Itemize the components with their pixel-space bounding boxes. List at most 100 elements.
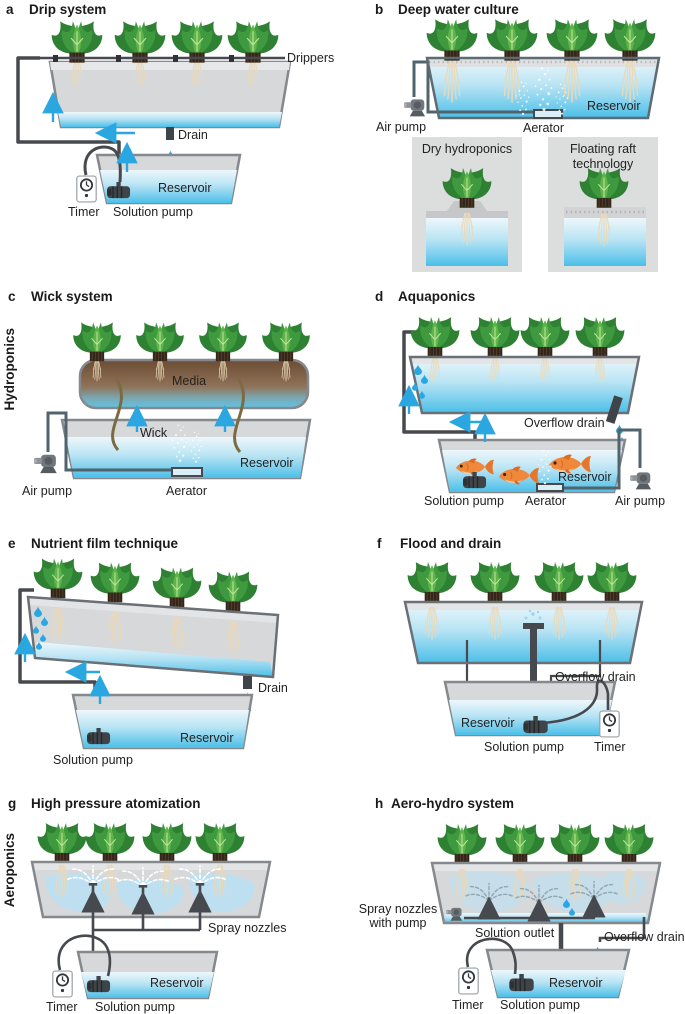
label-drain: Drain xyxy=(178,128,208,142)
panel-title: Drip system xyxy=(29,2,107,17)
label-drain: Drain xyxy=(258,681,288,695)
aerator xyxy=(533,109,563,119)
timer-icon xyxy=(458,967,479,995)
lettuce-plants xyxy=(37,822,245,864)
panel-title: Wick system xyxy=(31,289,113,304)
label-solution-pump: Solution pump xyxy=(113,205,193,219)
air-pipe xyxy=(46,411,172,472)
inset-dry-hydroponics xyxy=(412,137,522,272)
flow-arrows xyxy=(14,632,111,704)
panel-h-illustration xyxy=(430,823,662,999)
label-overflow-drain: Overflow drain xyxy=(604,930,685,944)
section-label-aeroponics: Aeroponics xyxy=(2,833,17,908)
label-solution-pump: Solution pump xyxy=(424,494,504,508)
lettuce-plants xyxy=(72,321,311,362)
flow-arrows xyxy=(42,91,138,172)
reservoir-water xyxy=(76,710,249,748)
label-aerator: Aerator xyxy=(525,494,566,508)
label-air-pump: Air pump xyxy=(615,494,666,508)
timer-cable xyxy=(465,937,517,975)
panel-b-illustration xyxy=(404,18,661,272)
label-solution-pump: Solution pump xyxy=(95,1000,175,1014)
panel-letter: a xyxy=(6,2,14,17)
aerator xyxy=(171,467,203,477)
tray-water xyxy=(58,112,282,127)
panel-letter: c xyxy=(8,289,16,304)
reservoir-water xyxy=(81,972,214,998)
lettuce-plants xyxy=(51,20,279,64)
timer-cable xyxy=(541,679,610,725)
lettuce-plants xyxy=(426,18,656,62)
inset-title-dry-hydroponics: Dry hydroponics xyxy=(421,142,513,156)
label-aerator: Aerator xyxy=(523,121,564,135)
reservoir-water xyxy=(100,170,237,203)
media-bed xyxy=(78,358,310,410)
air-pump-icon xyxy=(404,99,426,117)
panel-letter: d xyxy=(375,289,384,304)
label-solution-outlet: Solution outlet xyxy=(475,926,555,940)
panel-a-drip-system: a Drip system xyxy=(0,0,342,280)
label-reservoir: Reservoir xyxy=(180,731,234,745)
panel-letter: e xyxy=(8,536,16,551)
flow-arrows xyxy=(398,384,496,442)
timer-icon xyxy=(52,970,73,998)
label-drippers: Drippers xyxy=(287,51,335,65)
timer-icon xyxy=(599,710,620,738)
lettuce-plants xyxy=(437,823,654,865)
label-reservoir: Reservoir xyxy=(461,716,515,730)
label-aerator: Aerator xyxy=(166,484,207,498)
wicks xyxy=(111,377,245,454)
panel-g-illustration xyxy=(30,822,272,1000)
panel-f-illustration xyxy=(403,561,644,738)
panel-title: Aero-hydro system xyxy=(391,796,515,811)
panel-title: High pressure atomization xyxy=(31,796,201,811)
panel-e-nutrient-film-technique: e Nutrient film technique xyxy=(0,530,342,780)
label-spray-nozzles-with-pump: Spray nozzles with pump xyxy=(358,902,438,931)
aerator xyxy=(536,483,564,492)
overflow-drain-pipe xyxy=(598,917,646,942)
panel-f-flood-and-drain: f Flood and drain xyxy=(342,530,685,780)
panel-c-header: c Wick system xyxy=(8,289,113,304)
capillary-arrows xyxy=(126,404,236,432)
label-reservoir: Reservoir xyxy=(558,470,612,484)
label-air-pump: Air pump xyxy=(22,484,73,498)
section-label-hydroponics: Hydroponics xyxy=(2,328,17,411)
label-reservoir: Reservoir xyxy=(240,456,294,470)
timer-cable xyxy=(83,145,122,183)
nozzle-feed-pipes xyxy=(464,894,606,922)
timer-cable xyxy=(57,934,112,977)
timer-icon xyxy=(76,175,97,203)
overflow-drain-pipe xyxy=(605,395,623,424)
grow-tray-water xyxy=(410,357,639,413)
label-solution-pump: Solution pump xyxy=(500,998,580,1012)
label-wick: Wick xyxy=(140,426,168,440)
panel-c-wick-system: c Wick system xyxy=(0,280,342,530)
panel-e-illustration xyxy=(14,557,280,750)
reservoir-water xyxy=(449,700,612,735)
panel-title: Flood and drain xyxy=(400,536,502,551)
panel-title: Nutrient film technique xyxy=(31,536,179,551)
flood-riser-pipe xyxy=(523,609,544,725)
label-reservoir: Reservoir xyxy=(158,181,212,195)
lettuce-plants xyxy=(410,316,625,358)
inset-floating-raft xyxy=(548,137,658,272)
label-spray-nozzles: Spray nozzles xyxy=(208,921,287,935)
reservoir-water xyxy=(427,58,659,118)
inset-title-floating-raft: Floating raft technology xyxy=(569,142,636,171)
panel-letter: f xyxy=(377,536,382,551)
panel-a-header: a Drip system xyxy=(6,2,106,17)
drip-line xyxy=(18,55,285,62)
panel-e-header: e Nutrient film technique xyxy=(8,536,178,551)
label-overflow-drain: Overflow drain xyxy=(524,416,605,430)
label-overflow-drain: Overflow drain xyxy=(555,670,636,684)
nutrient-film xyxy=(35,642,273,677)
panel-f-header: f Flood and drain xyxy=(377,536,501,551)
